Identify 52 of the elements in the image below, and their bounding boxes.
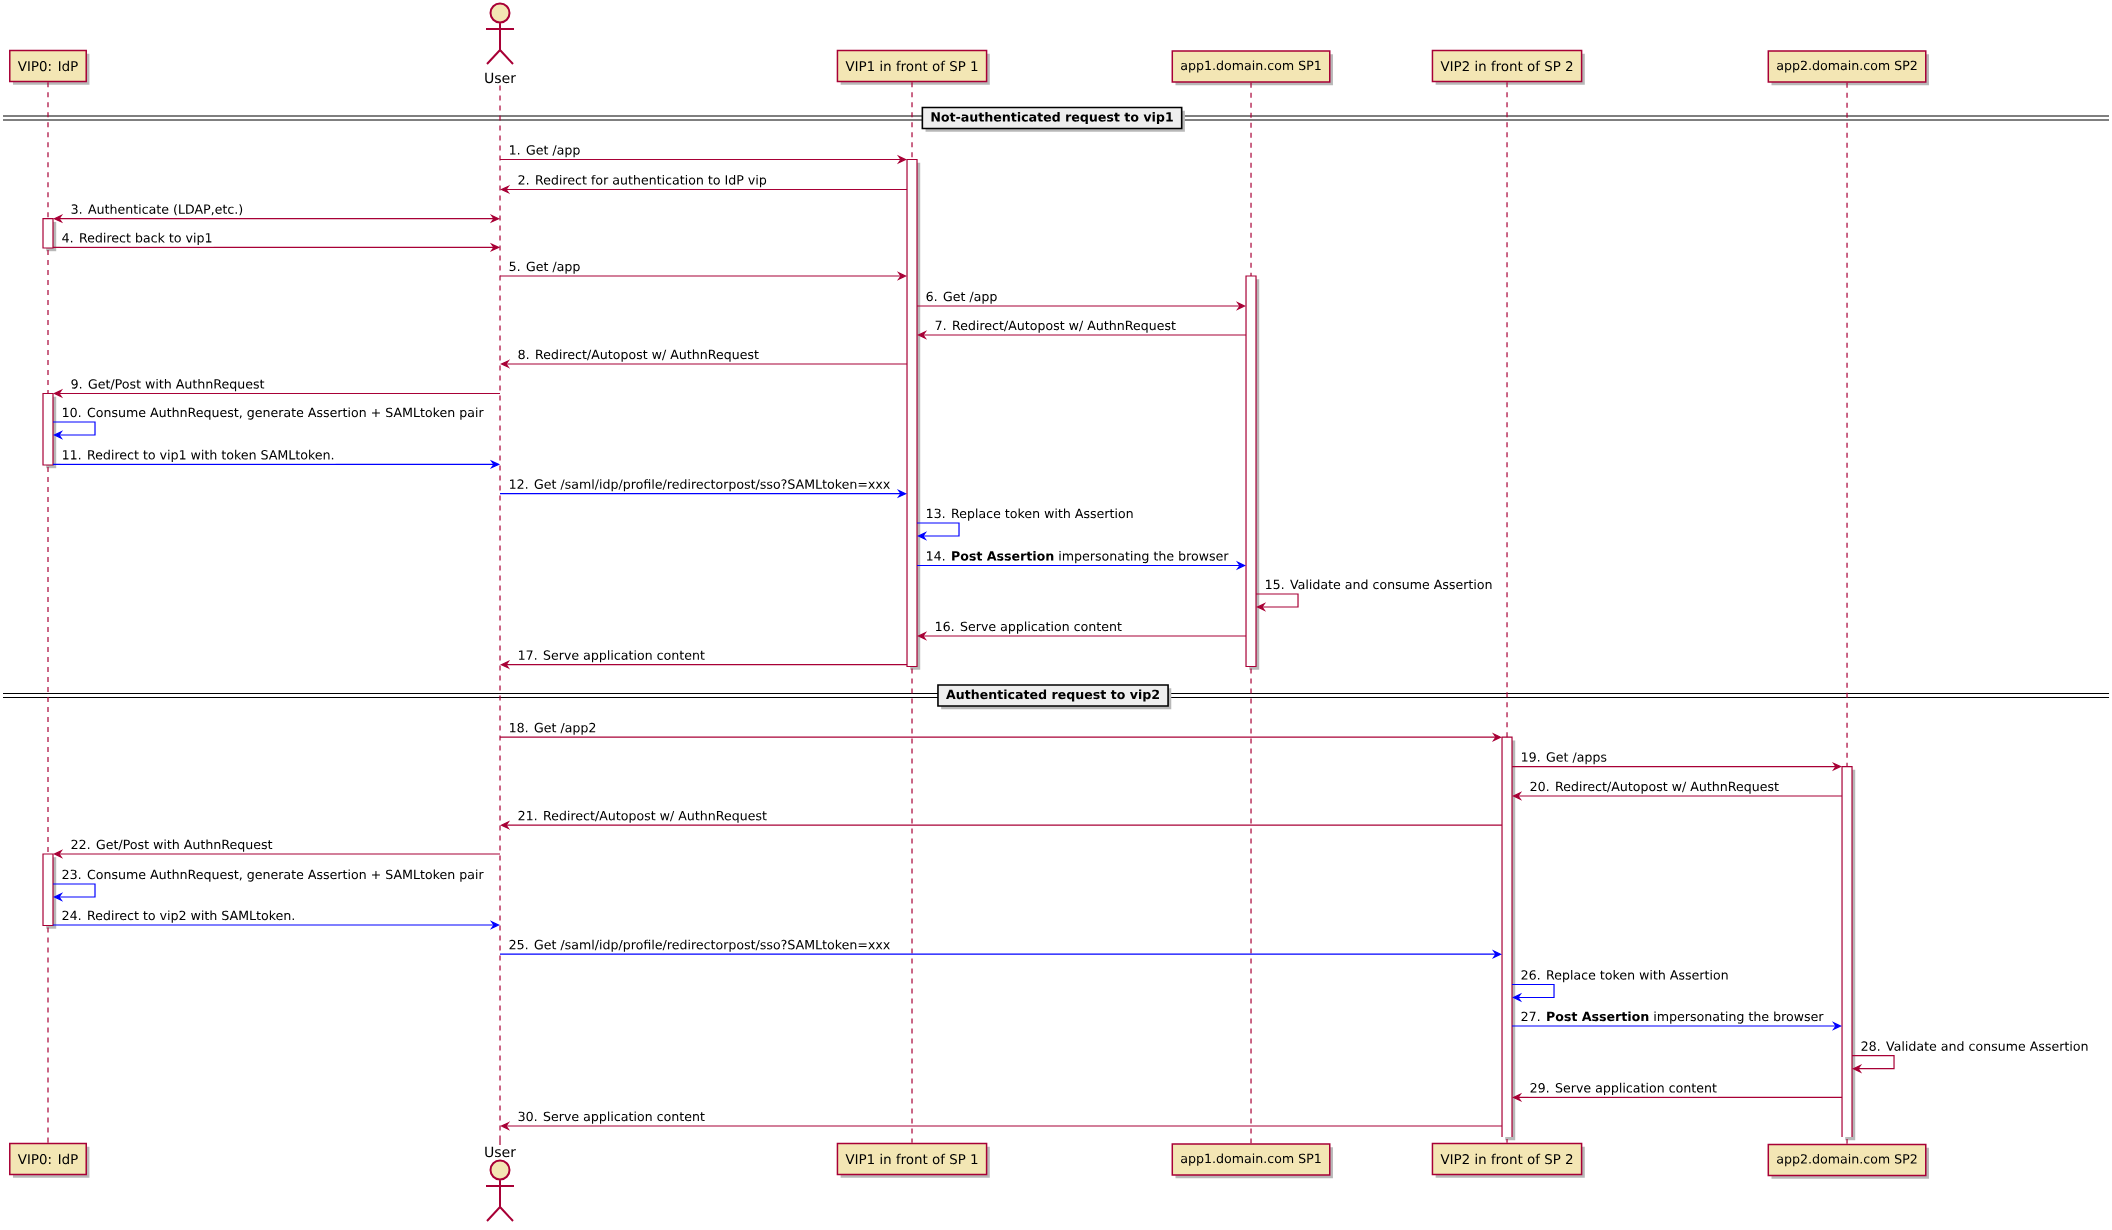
edge-label: 6. Get /app bbox=[924, 290, 999, 305]
arrow bbox=[1511, 983, 1555, 1003]
edge-label: 2. Redirect for authentication to IdP vip bbox=[516, 173, 768, 189]
edge-label: 11. Redirect to vip1 with token SAMLtoken. bbox=[60, 448, 336, 464]
edge-label: 22. Get/Post with AuthnRequest bbox=[69, 838, 274, 853]
edge-label: 26. Replace token with Assertion bbox=[1519, 968, 1730, 984]
arrow bbox=[916, 522, 960, 541]
arrow bbox=[500, 660, 908, 670]
arrow bbox=[1851, 1055, 1895, 1074]
edge-label: 17. Serve application content bbox=[516, 648, 707, 664]
edge-label: 21. Redirect/Autopost w/ AuthnRequest bbox=[516, 809, 769, 825]
lifeline bbox=[911, 81, 913, 1144]
participant-box: VIP1 in front of SP 1 bbox=[836, 1142, 990, 1178]
edge-label: 23. Consume AuthnRequest, generate Assertion + SAMLtoken pair bbox=[60, 868, 485, 883]
edge-label: 28. Validate and consume Assertion bbox=[1859, 1039, 2090, 1053]
arrow bbox=[52, 883, 96, 902]
edge-label: 5. Get /app bbox=[507, 260, 582, 275]
edge-label: 25. Get /saml/idp/profile/redirectorpost/sso?SAMLtoken=xxx bbox=[507, 938, 892, 954]
edge-label: 10. Consume AuthnRequest, generate Assertion + SAMLtoken pair bbox=[60, 406, 485, 421]
edge-label: 12. Get /saml/idp/profile/redirectorpost/sso?SAMLtoken=xxx bbox=[507, 477, 892, 493]
lifeline bbox=[1250, 82, 1252, 1144]
edge-label: 27. Post Assertion impersonating the browser bbox=[1519, 1010, 1825, 1025]
participant-box: app1.domain.com SP1 bbox=[1171, 50, 1333, 86]
participant-box: VIP2 in front of SP 2 bbox=[1431, 1142, 1585, 1178]
edge-label: 9. Get/Post with AuthnRequest bbox=[69, 377, 266, 393]
arrow bbox=[53, 214, 500, 224]
edge-label: 18. Get /app2 bbox=[507, 721, 598, 737]
edge-label: 16. Serve application content bbox=[933, 620, 1124, 635]
participant-box: app2.domain.com SP2 bbox=[1767, 1143, 1929, 1179]
participant-box: app1.domain.com SP1 bbox=[1171, 1143, 1333, 1179]
lifeline bbox=[47, 81, 49, 1144]
edge-label: 29. Serve application content bbox=[1528, 1081, 1719, 1097]
actor-label: User bbox=[485, 72, 516, 84]
edge-label: 3. Authenticate (LDAP,etc.) bbox=[69, 202, 245, 217]
edge-label: 20. Redirect/Autopost w/ AuthnRequest bbox=[1528, 780, 1781, 795]
edge-label: 4. Redirect back to vip1 bbox=[60, 231, 214, 247]
edge-label: 8. Redirect/Autopost w/ AuthnRequest bbox=[516, 348, 761, 363]
participant-box: VIP1 in front of SP 1 bbox=[836, 49, 990, 85]
edge-label: 14. Post Assertion impersonating the browser bbox=[924, 549, 1230, 565]
participant-box: VIP0: IdP bbox=[9, 1142, 90, 1178]
edge-label: 24. Redirect to vip2 with SAMLtoken. bbox=[60, 909, 297, 924]
arrow bbox=[1255, 593, 1299, 612]
participant-box: app2.domain.com SP2 bbox=[1767, 50, 1929, 86]
actor-label: User bbox=[485, 1146, 516, 1158]
arrow bbox=[52, 421, 96, 440]
edge-label: 1. Get /app bbox=[507, 143, 582, 159]
edge-label: 15. Validate and consume Assertion bbox=[1263, 578, 1494, 591]
edge-label: 7. Redirect/Autopost w/ AuthnRequest bbox=[933, 319, 1178, 334]
edge-label: 13. Replace token with Assertion bbox=[924, 507, 1135, 522]
edge-label: 19. Get /apps bbox=[1519, 751, 1609, 766]
participant-box: VIP2 in front of SP 2 bbox=[1431, 49, 1585, 85]
edge-label: 30. Serve application content bbox=[516, 1110, 707, 1125]
